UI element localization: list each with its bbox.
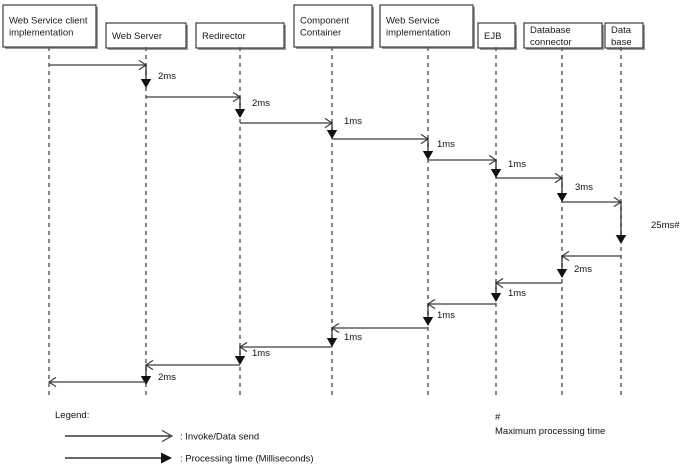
processing-arrow-head xyxy=(490,169,502,178)
participant-redirector: Redirector xyxy=(195,22,286,50)
participant-box-ejb xyxy=(477,22,516,49)
processing-arrow-head xyxy=(326,130,338,139)
message-m13: 2ms xyxy=(140,359,240,385)
participant-label-client: implementation xyxy=(9,28,73,39)
participant-box-wsimpl xyxy=(379,4,474,48)
message-label-m7: 25ms# xyxy=(651,220,680,231)
legend-title: Legend: xyxy=(55,410,89,421)
message-label-m6: 3ms xyxy=(575,182,593,193)
participant-box-webserver xyxy=(105,22,187,49)
message-m3: 1ms xyxy=(240,116,362,139)
participant-label-client: Web Service client xyxy=(9,16,88,27)
footnote-layer: # Maximum processing time xyxy=(495,412,605,437)
footnote-text: Maximum processing time xyxy=(495,426,605,437)
message-label-m3: 1ms xyxy=(344,116,362,127)
message-label-m12: 1ms xyxy=(252,348,270,359)
message-m14 xyxy=(47,376,146,388)
message-m11: 1ms xyxy=(326,322,428,347)
processing-arrow-head xyxy=(556,193,568,202)
message-label-m9: 1ms xyxy=(508,288,526,299)
participant-label-webserver: Web Server xyxy=(112,31,162,42)
message-m8: 2ms xyxy=(556,250,621,278)
message-m6: 3ms xyxy=(496,172,593,202)
participant-box-database xyxy=(604,22,644,49)
participant-box-container xyxy=(293,4,373,48)
legend-item-invoke: : Invoke/Data send xyxy=(65,429,259,443)
message-label-m5: 1ms xyxy=(508,159,526,170)
participant-label-database: Data xyxy=(611,25,632,36)
participant-label-wsimpl: implementation xyxy=(386,28,450,39)
processing-arrow-head xyxy=(615,235,627,244)
participant-box-dbconn xyxy=(523,22,603,49)
message-label-m10: 1ms xyxy=(437,310,455,321)
message-m2: 2ms xyxy=(146,91,270,118)
participant-webserver: Web Server xyxy=(105,22,188,50)
processing-arrow-head xyxy=(140,376,152,385)
message-label-m1: 2ms xyxy=(158,71,176,82)
message-label-m2: 2ms xyxy=(252,98,270,109)
processing-arrow-head xyxy=(556,269,568,278)
arrow-open-head xyxy=(47,376,57,388)
participant-database: Database xyxy=(604,22,645,50)
message-label-m13: 2ms xyxy=(158,372,176,383)
participant-ejb: EJB xyxy=(477,22,517,50)
processing-arrow-head xyxy=(140,79,152,88)
processing-arrow-head xyxy=(490,293,502,302)
participant-label-wsimpl: Web Service xyxy=(386,16,440,27)
processing-arrow-head xyxy=(234,356,246,365)
legend-item-processing: : Processing time (Milliseconds) xyxy=(65,452,314,465)
participant-box-client xyxy=(2,4,97,48)
message-m5: 1ms xyxy=(428,154,526,178)
participant-label-ejb: EJB xyxy=(484,31,501,42)
participant-label-database: base xyxy=(611,37,632,48)
processing-arrow-head xyxy=(422,317,434,326)
participant-label-container: Component xyxy=(300,16,349,27)
participant-label-redirector: Redirector xyxy=(202,31,246,42)
message-m12: 1ms xyxy=(234,341,332,365)
message-m9: 1ms xyxy=(490,277,562,302)
legend-label-processing: : Processing time (Milliseconds) xyxy=(180,454,314,465)
processing-arrow-head xyxy=(234,109,246,118)
legend-open-arrow-head xyxy=(161,429,174,443)
footnote-marker: # xyxy=(495,412,501,423)
participant-label-container: Container xyxy=(300,28,341,39)
participant-label-dbconn: Database xyxy=(530,25,571,36)
message-m4: 1ms xyxy=(332,133,455,160)
processing-arrow-head xyxy=(422,151,434,160)
participant-label-dbconn: connector xyxy=(530,37,572,48)
message-m7: 25ms# xyxy=(562,196,680,244)
message-label-m8: 2ms xyxy=(574,264,592,275)
message-label-m11: 1ms xyxy=(344,332,362,343)
message-label-m4: 1ms xyxy=(437,139,455,150)
legend-solid-arrow-head xyxy=(161,452,172,464)
message-m10: 1ms xyxy=(422,298,496,326)
processing-arrow-head xyxy=(326,338,338,347)
message-m1: 2ms xyxy=(49,59,176,88)
messages-layer: 2ms 2ms 1ms 1ms 1ms 3ms 25ms# 2ms 1ms 1ms 1ms 1ms 2m… xyxy=(47,59,680,388)
legend-layer: Legend:: Invoke/Data send: Processing ti… xyxy=(55,410,314,465)
lifelines-layer xyxy=(48,47,622,395)
legend-label-invoke: : Invoke/Data send xyxy=(180,432,259,443)
